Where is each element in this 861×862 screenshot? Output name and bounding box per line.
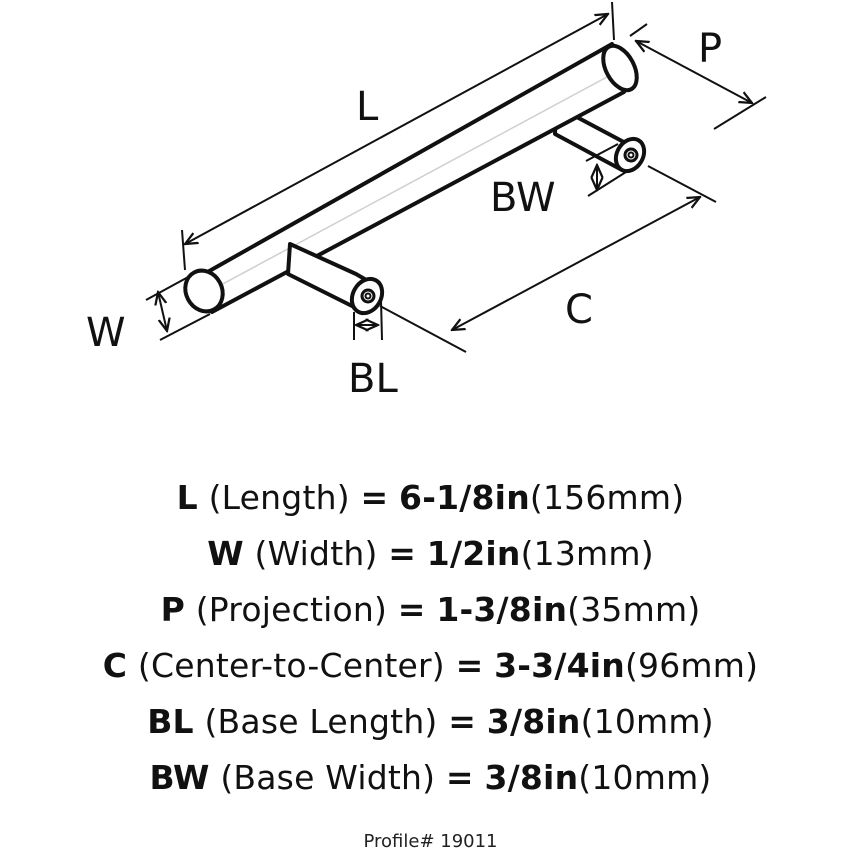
spec-desc: (Length) xyxy=(208,478,350,517)
spec-row-base-length: BL (Base Length) = 3/8in(10mm) xyxy=(0,694,861,750)
spec-row-projection: P (Projection) = 1-3/8in(35mm) xyxy=(0,582,861,638)
spec-imperial: 6-1/8in xyxy=(399,478,530,517)
spec-equals: = xyxy=(448,702,477,741)
label-BL: BL xyxy=(348,356,398,402)
spec-row-center-to-center: C (Center-to-Center) = 3-3/4in(96mm) xyxy=(0,638,861,694)
spec-desc: (Width) xyxy=(254,534,378,573)
label-BW: BW xyxy=(490,175,556,221)
label-W: W xyxy=(86,310,126,356)
spec-metric: (10mm) xyxy=(580,702,714,741)
spec-imperial: 3-3/4in xyxy=(494,646,625,685)
spec-code: L xyxy=(176,478,198,517)
spec-equals: = xyxy=(397,590,426,629)
spec-metric: (96mm) xyxy=(624,646,759,685)
label-L: L xyxy=(356,84,379,130)
spec-code: P xyxy=(160,590,185,629)
spec-code: BL xyxy=(147,702,194,741)
label-C: C xyxy=(565,287,593,333)
spec-metric: (10mm) xyxy=(578,758,712,797)
spec-imperial: 1/2in xyxy=(426,534,521,573)
spec-metric: (13mm) xyxy=(520,534,654,573)
spec-imperial: 3/8in xyxy=(484,758,579,797)
spec-desc: (Center-to-Center) xyxy=(137,646,445,685)
spec-row-base-width: BW (Base Width) = 3/8in(10mm) xyxy=(0,750,861,806)
spec-equals: = xyxy=(445,758,474,797)
spec-equals: = xyxy=(455,646,484,685)
profile-number: Profile# 19011 xyxy=(363,831,498,852)
label-P: P xyxy=(698,26,722,72)
spec-metric: (156mm) xyxy=(529,478,685,517)
spec-code: W xyxy=(207,534,244,573)
spec-code: C xyxy=(102,646,128,685)
bar-pull-diagram: L P BW C W BL xyxy=(86,1,767,402)
spec-list: L (Length) = 6-1/8in(156mm) W (Width) = … xyxy=(0,470,861,806)
spec-row-length: L (Length) = 6-1/8in(156mm) xyxy=(0,470,861,526)
handle-drawing xyxy=(183,42,647,316)
spec-desc: (Projection) xyxy=(195,590,388,629)
spec-metric: (35mm) xyxy=(567,590,701,629)
spec-row-width: W (Width) = 1/2in(13mm) xyxy=(0,526,861,582)
spec-imperial: 3/8in xyxy=(486,702,581,741)
spec-imperial: 1-3/8in xyxy=(436,590,568,629)
dimension-lines xyxy=(145,1,767,353)
main-bar-left-end xyxy=(183,268,225,314)
spec-code: BW xyxy=(149,758,210,797)
spec-equals: = xyxy=(388,534,417,573)
spec-equals: = xyxy=(360,478,389,517)
spec-desc: (Base Width) xyxy=(220,758,436,797)
spec-desc: (Base Length) xyxy=(204,702,438,741)
